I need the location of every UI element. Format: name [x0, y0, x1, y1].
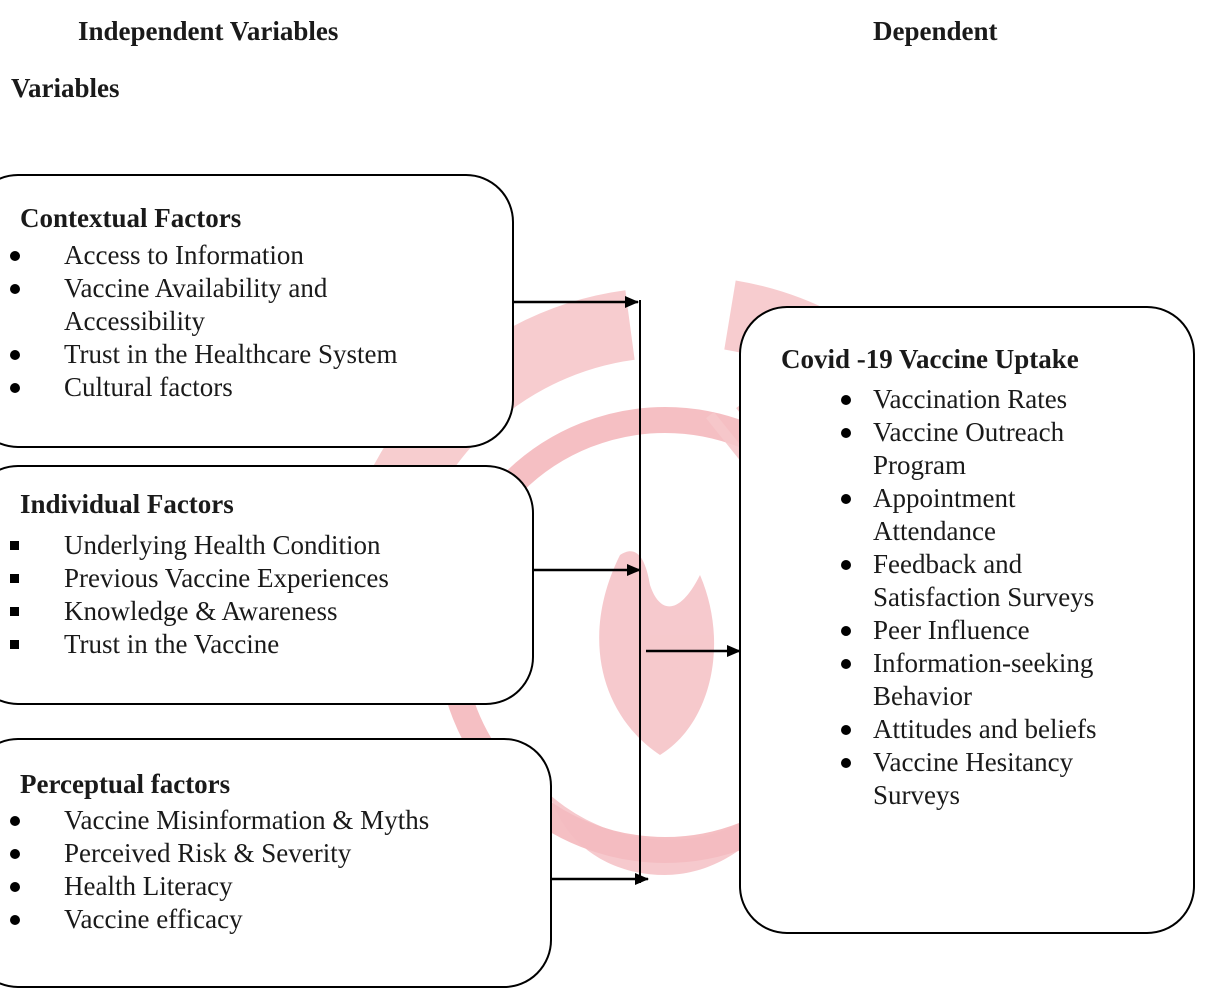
perceptual-factors-box: Perceptual factors Vaccine Misinformatio…	[0, 738, 552, 988]
individual-factors-list: Underlying Health Condition Previous Vac…	[10, 529, 389, 661]
list-item: Appointment	[835, 482, 1096, 515]
list-item: Trust in the Vaccine	[10, 628, 389, 661]
list-item: Trust in the Healthcare System	[10, 338, 397, 371]
list-item: Vaccination Rates	[835, 383, 1096, 416]
perceptual-factors-list: Vaccine Misinformation & Myths Perceived…	[10, 804, 429, 936]
list-item-continuation: Satisfaction Surveys	[873, 582, 1095, 612]
list-item: Vaccine efficacy	[10, 903, 429, 936]
vaccine-uptake-box: Covid -19 Vaccine Uptake Vaccination Rat…	[739, 306, 1195, 934]
list-item: Vaccine Outreach	[835, 416, 1096, 449]
list-item: Health Literacy	[10, 870, 429, 903]
list-item: Underlying Health Condition	[10, 529, 389, 562]
individual-factors-box: Individual Factors Underlying Health Con…	[0, 465, 534, 705]
perceptual-factors-title: Perceptual factors	[20, 769, 231, 799]
contextual-factors-box: Contextual Factors Access to Information…	[0, 174, 514, 448]
individual-factors-title: Individual Factors	[20, 489, 234, 519]
list-item: Attitudes and beliefs	[835, 713, 1096, 746]
contextual-factors-title: Contextual Factors	[20, 203, 242, 233]
list-item-continuation: Behavior	[873, 681, 972, 711]
list-item: Previous Vaccine Experiences	[10, 562, 389, 595]
list-item: Peer Influence	[835, 614, 1096, 647]
list-item: Vaccine Misinformation & Myths	[10, 804, 429, 837]
variables-heading: Variables	[11, 73, 120, 103]
list-item: Cultural factors	[10, 371, 397, 404]
contextual-factors-list: Access to Information Vaccine Availabili…	[10, 239, 397, 404]
list-item-continuation: Attendance	[873, 516, 996, 546]
vaccine-uptake-title: Covid -19 Vaccine Uptake	[781, 344, 1079, 374]
list-item: Knowledge & Awareness	[10, 595, 389, 628]
list-item: Access to Information	[10, 239, 397, 272]
list-item: Information-seeking	[835, 647, 1096, 680]
list-item: Vaccine Availability and	[10, 272, 397, 305]
list-item-continuation: Surveys	[873, 780, 960, 810]
list-item-continuation: Accessibility	[64, 306, 205, 336]
list-item: Vaccine Hesitancy	[835, 746, 1096, 779]
independent-variables-heading: Independent Variables	[78, 16, 339, 46]
dependent-heading: Dependent	[873, 16, 998, 46]
list-item-continuation: Program	[873, 450, 966, 480]
list-item: Feedback and	[835, 548, 1096, 581]
vaccine-uptake-list: Vaccination Rates Vaccine Outreach Progr…	[835, 383, 1096, 812]
list-item: Perceived Risk & Severity	[10, 837, 429, 870]
